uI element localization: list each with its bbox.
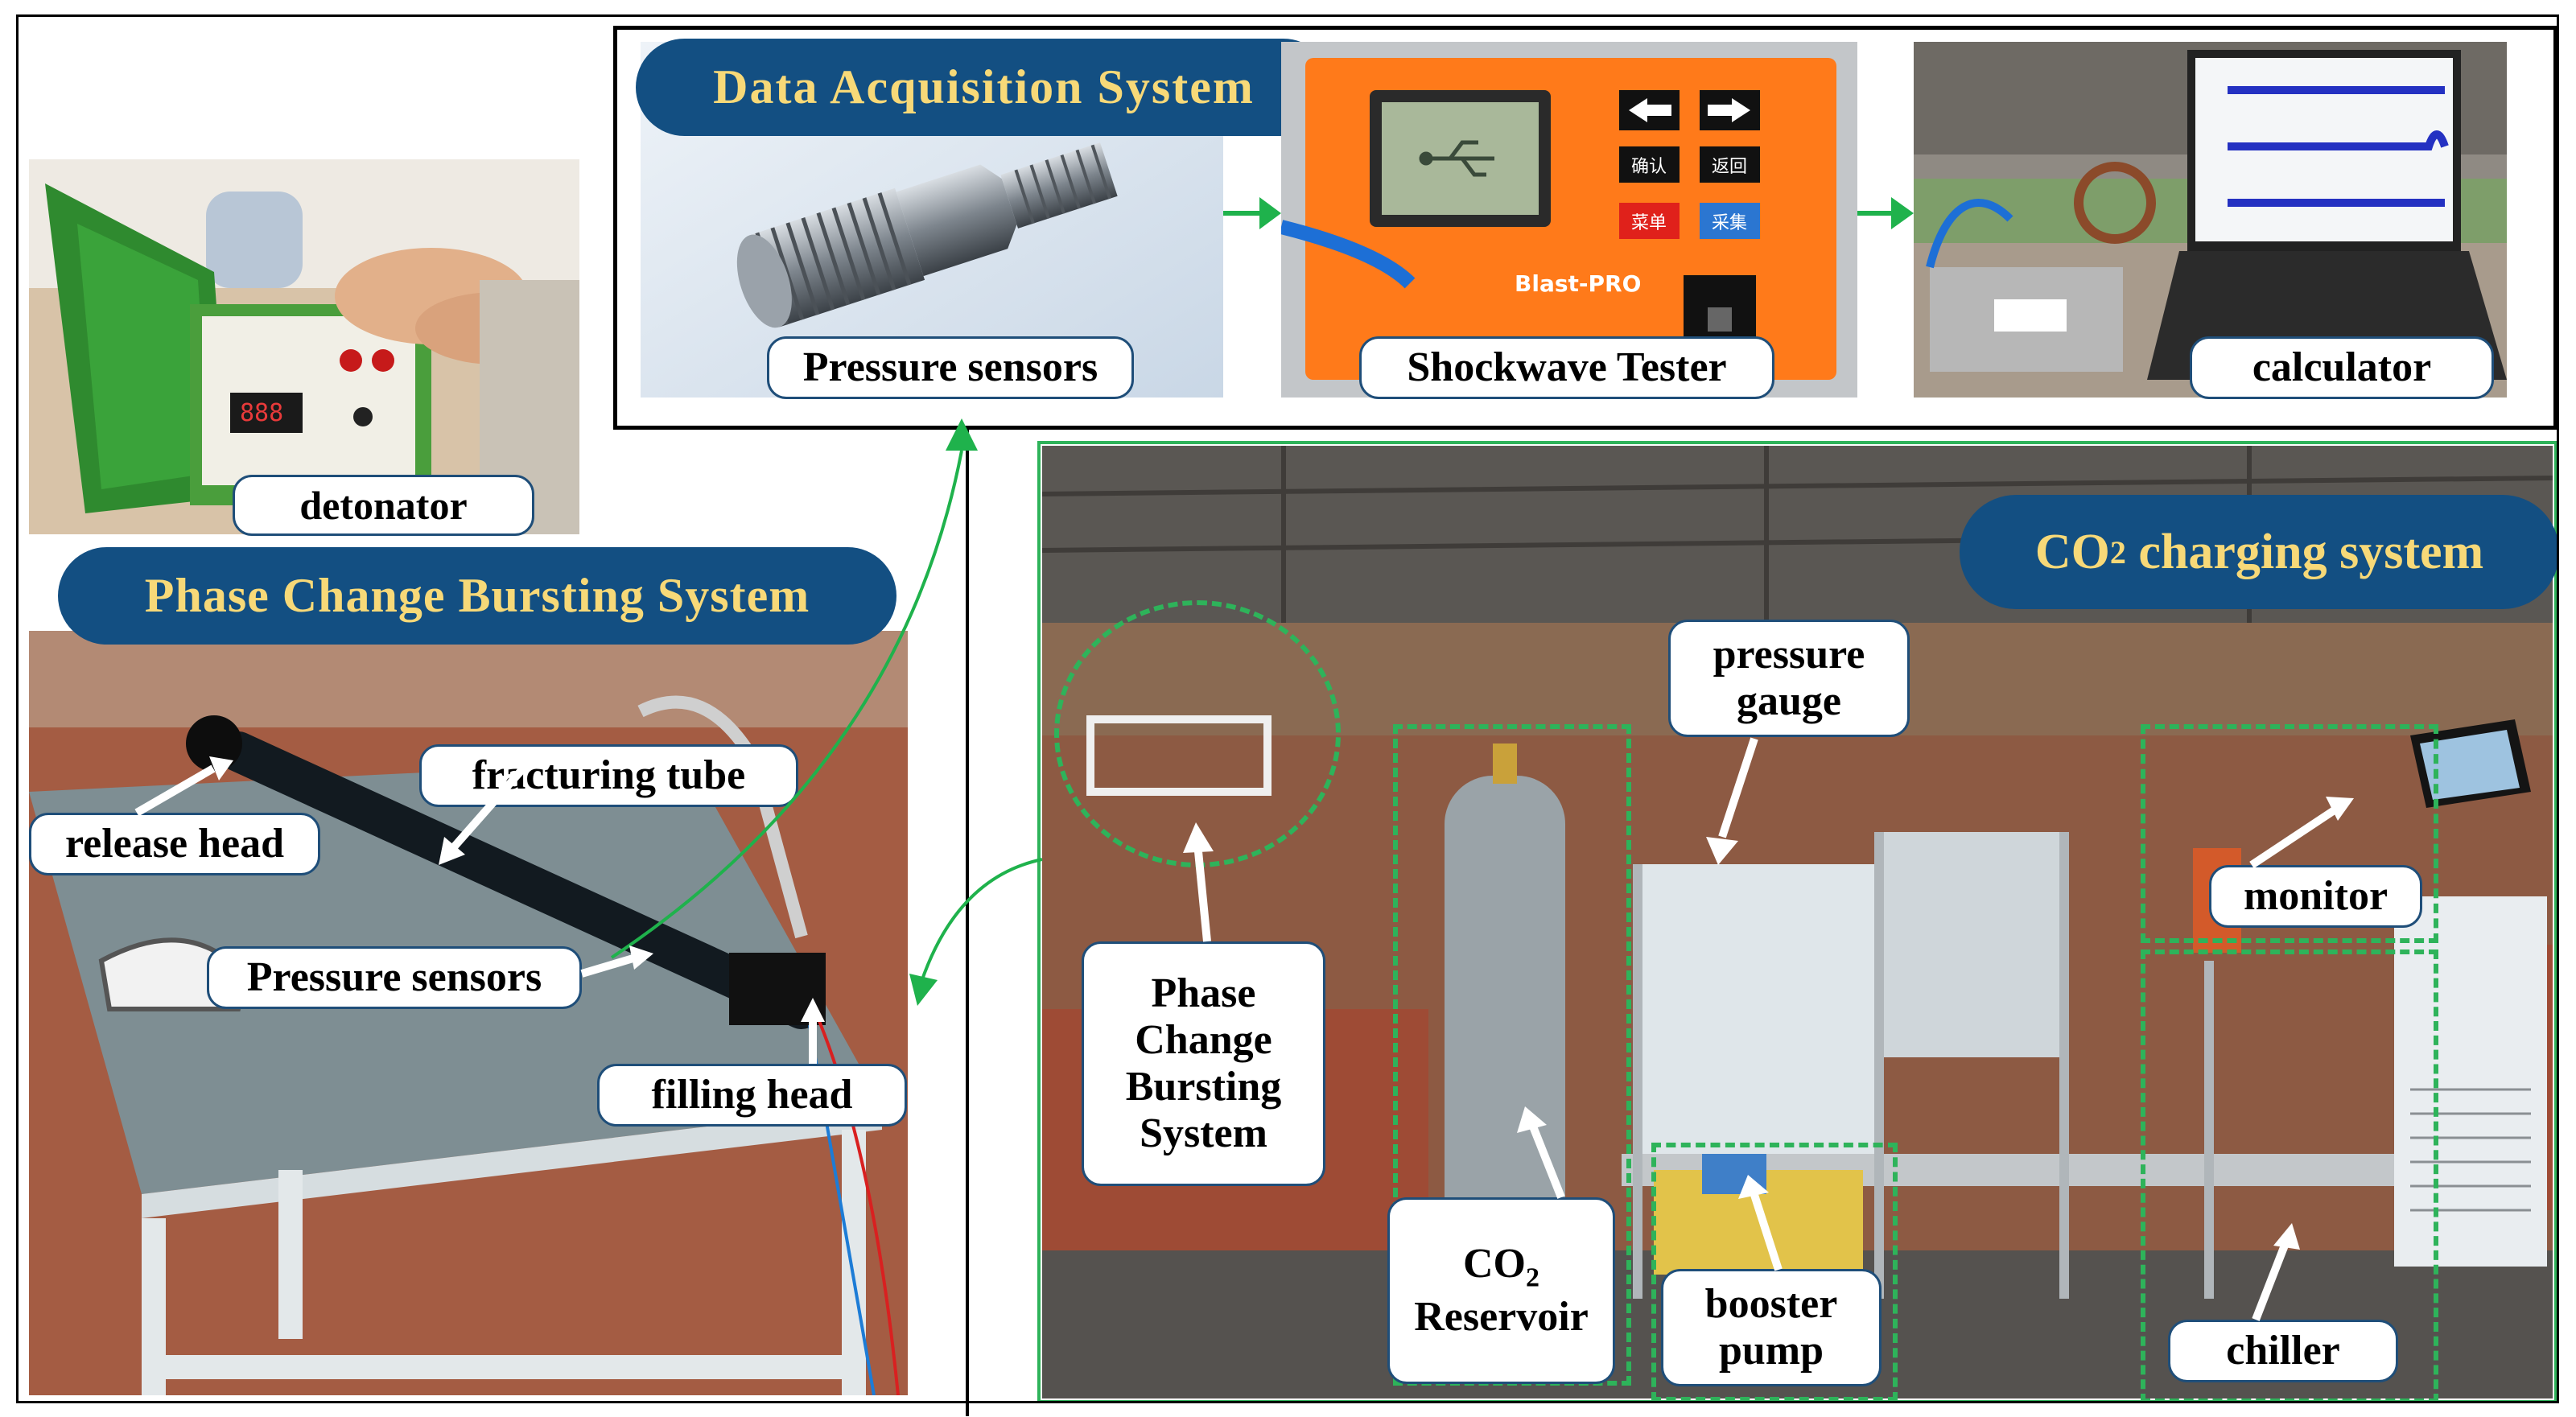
phase-change-line-2: Change [1135, 1016, 1272, 1063]
phase-change-line-4: System [1140, 1110, 1267, 1157]
phase-change-system-label: Phase Change Bursting System [1082, 941, 1325, 1186]
tester-button-back: 返回 [1712, 157, 1747, 177]
pressure-gauge-label: pressure gauge [1668, 620, 1910, 737]
arrow-left-icon [1619, 90, 1680, 130]
release-head-label: release head [29, 813, 320, 875]
booster-pump-label: booster pump [1661, 1269, 1882, 1386]
booster-pump-line-1: booster [1704, 1280, 1838, 1327]
pressure-gauge-line-1: pressure [1713, 631, 1865, 678]
detonator-illustration: 888 [29, 159, 579, 534]
filling-head-label: filling head [597, 1064, 907, 1127]
tester-button-menu: 菜单 [1631, 213, 1667, 233]
phase-change-line-3: Bursting [1125, 1064, 1282, 1110]
calculator-label: calculator [2190, 336, 2494, 399]
co2-reservoir-line-2: Reservoir [1414, 1293, 1589, 1340]
co2-title-sub: 2 [2109, 533, 2126, 571]
shockwave-tester-label: Shockwave Tester [1359, 336, 1774, 399]
tester-brand-text: Blast-PRO [1515, 270, 1641, 297]
outer-frame [16, 14, 2559, 1403]
co2-reservoir-line-1: CO2 [1463, 1241, 1539, 1293]
co2-reservoir-sub: 2 [1526, 1263, 1539, 1293]
tester-button-confirm: 确认 [1631, 157, 1667, 177]
pressure-sensors-top-label: Pressure sensors [767, 336, 1134, 399]
detonator-label: detonator [233, 475, 534, 536]
data-acquisition-frame [613, 26, 2557, 430]
co2-reservoir-label: CO2 Reservoir [1387, 1197, 1615, 1384]
booster-pump-highlight [1651, 1143, 1898, 1402]
svg-text:888: 888 [240, 399, 283, 427]
data-acquisition-title: Data Acquisition System [636, 39, 1332, 136]
pressure-gauge-line-2: gauge [1737, 678, 1841, 724]
detonator-photo: 888 [29, 159, 579, 534]
pressure-sensors-bottom-label: Pressure sensors [207, 946, 582, 1009]
booster-pump-line-2: pump [1718, 1328, 1824, 1374]
co2-title-main: CO [2034, 524, 2110, 579]
monitor-highlight [2141, 724, 2438, 943]
arrow-right-icon [1700, 90, 1760, 130]
usb-icon [1419, 140, 1494, 177]
phase-change-line-1: Phase [1151, 970, 1256, 1016]
tester-button-collect: 采集 [1712, 213, 1747, 233]
co2-reservoir-main: CO [1463, 1241, 1526, 1287]
co2-title-rest: charging system [2125, 524, 2484, 579]
